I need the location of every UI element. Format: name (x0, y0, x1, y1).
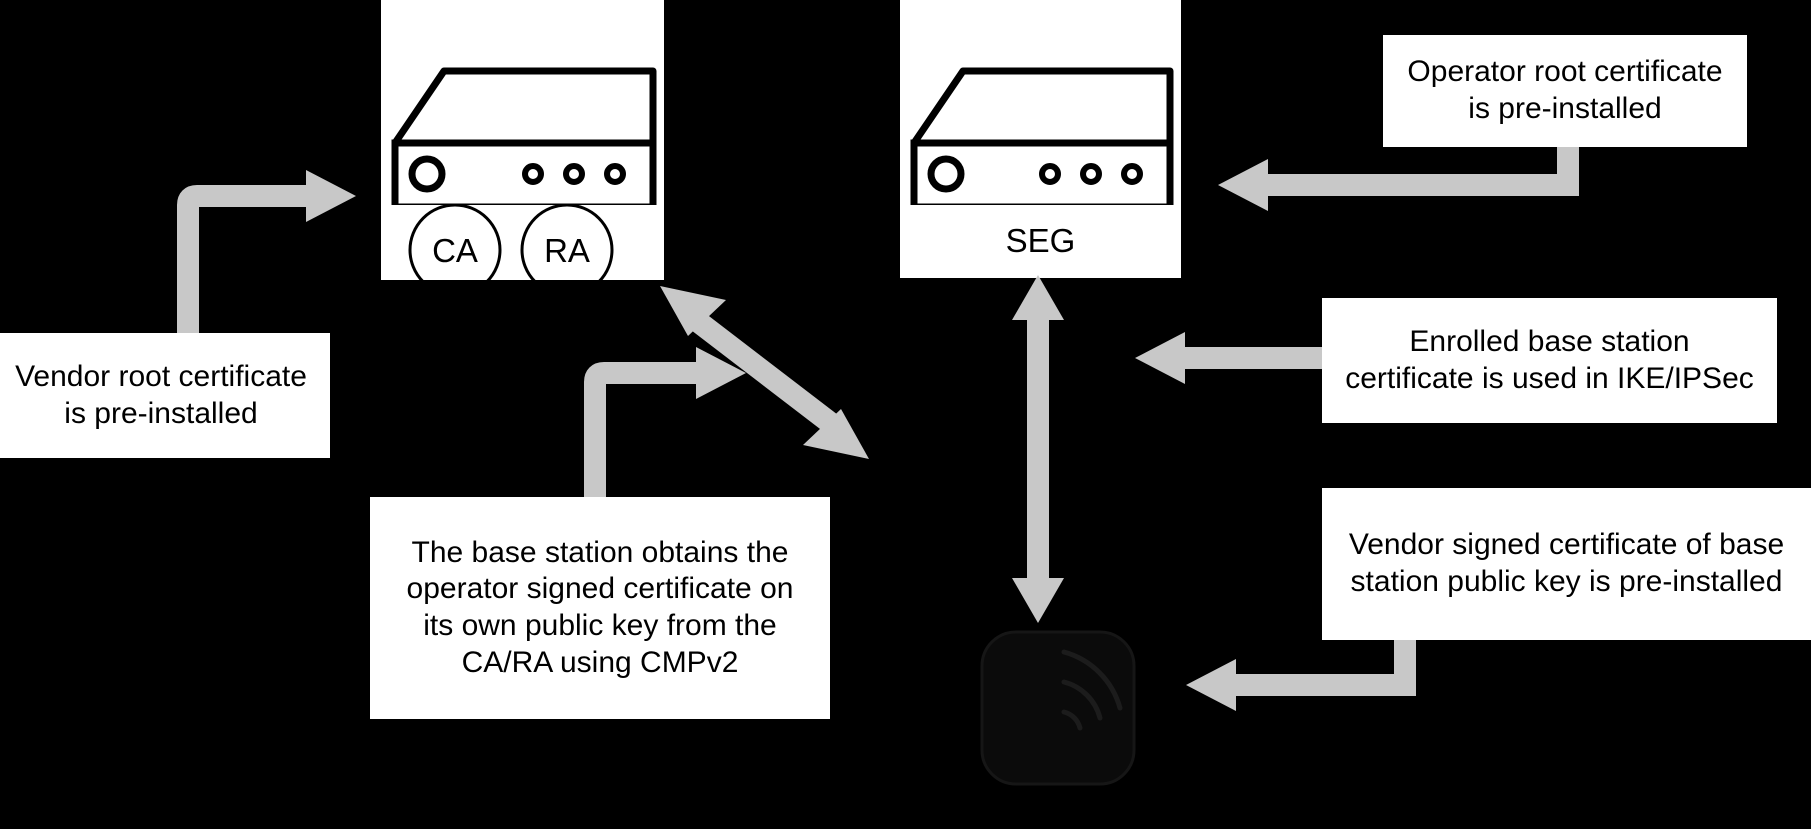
callout-vendor-signed: Vendor signed certificate of base statio… (1322, 488, 1811, 640)
base-station-antenna-icon (980, 630, 1136, 786)
router-device-icon (910, 67, 1174, 205)
seg-label: SEG (1005, 222, 1076, 259)
router-device-icon (391, 67, 657, 205)
base-station-device (381, 55, 664, 205)
callout-vendor-root: Vendor root certificate is pre-installed (0, 333, 330, 458)
callout-operator-root: Operator root certificate is pre-install… (1383, 35, 1747, 147)
callout-cmpv2: The base station obtains the operator si… (370, 497, 830, 719)
panel-bottom-mask (381, 280, 664, 310)
seg-device (900, 55, 1181, 205)
ra-label: RA (544, 232, 590, 269)
callout-enrolled-base-station: Enrolled base station certificate is use… (1322, 298, 1777, 423)
ca-label: CA (432, 232, 478, 269)
